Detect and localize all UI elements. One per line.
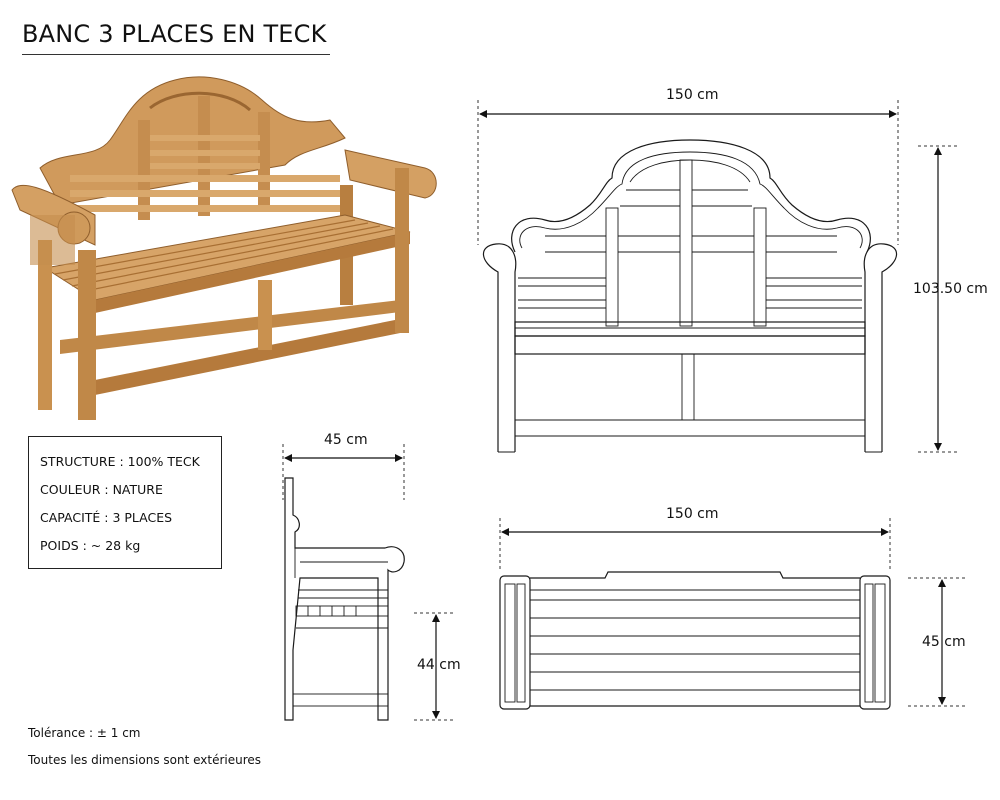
spec-structure: STRUCTURE : 100% TECK xyxy=(40,454,200,469)
bench-photo xyxy=(11,76,437,420)
title-underline xyxy=(22,54,330,55)
spec-color: COULEUR : NATURE xyxy=(40,482,163,497)
side-depth-label: 45 cm xyxy=(324,432,368,448)
front-width-label: 150 cm xyxy=(666,87,719,103)
spec-capacity: CAPACITÉ : 3 PLACES xyxy=(40,510,173,525)
top-depth-label: 45 cm xyxy=(922,634,966,650)
front-height-label: 103.50 cm xyxy=(913,281,988,297)
seat-height-label: 44 cm xyxy=(417,657,461,673)
top-width-label: 150 cm xyxy=(666,506,719,522)
exterior-note: Toutes les dimensions sont extérieures xyxy=(28,753,262,767)
tolerance-note: Tolérance : ± 1 cm xyxy=(28,726,141,740)
top-view xyxy=(499,571,891,710)
front-view xyxy=(482,139,898,453)
side-view xyxy=(284,477,405,721)
spec-box: STRUCTURE : 100% TECK COULEUR : NATURE C… xyxy=(28,436,222,569)
spec-weight: POIDS : ~ 28 kg xyxy=(40,538,141,553)
page-title: BANC 3 PLACES EN TECK xyxy=(22,20,327,48)
